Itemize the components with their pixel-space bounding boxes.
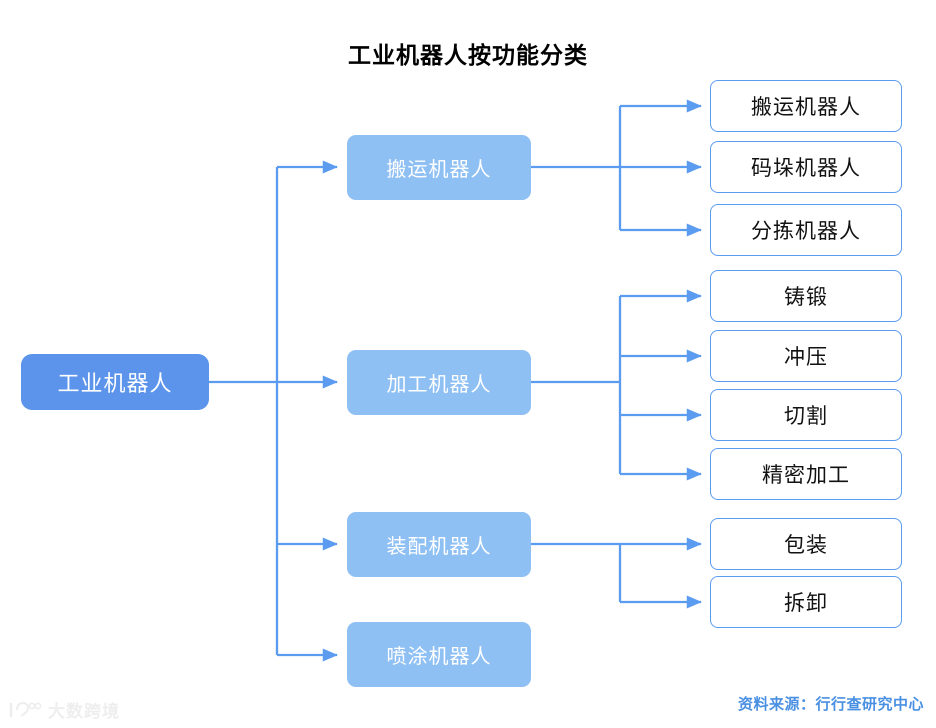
node-branch-processing-robot[interactable]: 加工机器人	[347, 350, 531, 415]
page-title: 工业机器人按功能分类	[348, 42, 588, 68]
node-leaf-casting-forging[interactable]: 铸锻	[710, 270, 902, 322]
kuajing-logo-icon	[9, 701, 42, 717]
watermark-text: 大数跨境	[48, 702, 120, 721]
node-leaf-cutting[interactable]: 切割	[710, 389, 902, 441]
node-leaf-stamping[interactable]: 冲压	[710, 330, 902, 382]
node-branch-handling-robot[interactable]: 搬运机器人	[347, 135, 531, 200]
node-branch-painting-robot[interactable]: 喷涂机器人	[347, 622, 531, 687]
watermark: 大数跨境	[8, 697, 120, 722]
node-leaf-packaging[interactable]: 包装	[710, 518, 902, 570]
node-leaf-handling[interactable]: 搬运机器人	[710, 80, 902, 132]
source-credit: 资料来源：行行查研究中心	[737, 696, 924, 713]
node-root-industrial-robot[interactable]: 工业机器人	[21, 354, 209, 410]
node-leaf-palletizing[interactable]: 码垛机器人	[710, 141, 902, 193]
node-leaf-disassembly[interactable]: 拆卸	[710, 576, 902, 628]
node-leaf-sorting[interactable]: 分拣机器人	[710, 204, 902, 256]
node-branch-assembly-robot[interactable]: 装配机器人	[347, 512, 531, 577]
node-leaf-precision-machining[interactable]: 精密加工	[710, 448, 902, 500]
